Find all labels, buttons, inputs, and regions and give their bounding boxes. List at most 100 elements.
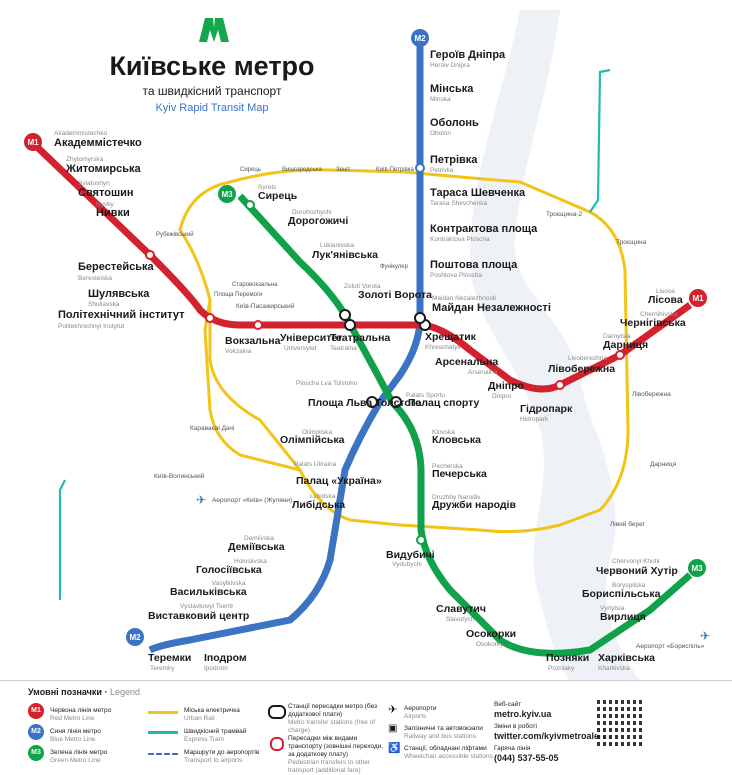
contact-hotline[interactable]: Гаряча лінія(044) 537-55-05	[494, 745, 559, 763]
map-label: Arsenalna	[468, 369, 498, 376]
station-petrivka: Петрівка	[430, 154, 478, 166]
station-universytet: Університет	[280, 332, 342, 344]
station-osokorky: Осокорки	[466, 628, 516, 640]
badge-m3-south: M3	[688, 559, 706, 577]
station-arsenalna: Арсенальна	[435, 356, 498, 368]
blue-line-labels: Героїв Дніпра Heroiv Dnipra Мінська Mins…	[148, 49, 551, 672]
legend-swatch-airport	[148, 753, 178, 755]
station-lisova: Лісова	[648, 294, 683, 306]
legend-paid-transfer-icon	[270, 737, 284, 751]
map-label: Троєщина-2	[546, 211, 583, 218]
map-label: Vyrlytsia	[600, 605, 625, 612]
interchange-teatralna[interactable]	[344, 319, 356, 331]
map-label: Heroiv Dnipra	[430, 62, 470, 69]
map-label: Chervonyi Khutir	[612, 558, 661, 565]
map-label: Київ-Волинський	[154, 472, 205, 480]
interchange-palats-sportu[interactable]	[390, 396, 402, 408]
legend-title: Умовні позначки · Legend	[28, 687, 140, 697]
airport-zhuliany[interactable]: ✈ Аеропорт «Київ» (Жуляни)	[196, 493, 292, 507]
map-label: Vasylkivska	[212, 580, 246, 587]
legend-badge-m3: M3	[28, 745, 44, 761]
green-line-m3	[237, 193, 693, 657]
transfer-polytech[interactable]	[205, 313, 215, 323]
map-label: Pozniaky	[548, 665, 575, 672]
station-lva-tolstoho: Площа Льва Толстого	[308, 397, 421, 409]
transfer-livoberezhna[interactable]	[555, 380, 565, 390]
map-label: Аеропорт «Київ» (Жуляни)	[212, 497, 292, 504]
airport-icon: ✈	[388, 704, 398, 716]
legend-transfer-free: Станції пересадки метро (без додаткової …	[288, 703, 378, 734]
map-label: Nyvky	[96, 201, 114, 208]
train-icon: ▣	[388, 723, 398, 734]
map-label: Площа Перемоги	[214, 292, 262, 298]
map-label: Київ-Пасажирський	[236, 302, 295, 310]
green-line-labels: Сирець Syrets Дорогожичі Dorohozhychi Лу…	[258, 184, 678, 672]
map-label: Vokzalna	[225, 348, 252, 355]
interchange-zoloti-vorota[interactable]	[339, 309, 351, 321]
map-label: Lisova	[656, 288, 675, 295]
station-sviatoshyn: Святошин	[78, 187, 134, 199]
badge-m3-north: M3	[218, 185, 236, 203]
station-vyrlytsia: Вирлиця	[600, 611, 646, 623]
map-label: Chernihivska	[640, 311, 678, 318]
map-label: Politekhnichnyi Instytut	[58, 323, 124, 330]
station-dnipro: Дніпро	[488, 380, 524, 392]
interchange-maidan[interactable]	[414, 312, 426, 324]
station-khreshchatyk: Хрещатик	[425, 331, 477, 343]
map-label: Vystavkovyi Tsentr	[180, 603, 234, 610]
map-label: M2	[129, 633, 141, 642]
map-label: Рубежівський	[156, 231, 194, 238]
map-label: Kontraktova Ploscha	[430, 236, 490, 243]
legend-transfer-icon	[268, 705, 286, 719]
station-maidan: Майдан Незалежності	[432, 302, 551, 314]
map-label: Вишгородська	[282, 167, 322, 173]
station-nyvky: Нивки	[96, 207, 130, 219]
station-teatralna: Театральна	[330, 332, 390, 344]
interchange-lva-tolstoho[interactable]	[366, 396, 378, 408]
map-label: Beresteiska	[78, 275, 112, 282]
map-label: Kharkivska	[598, 665, 630, 672]
map-label: Klovska	[432, 429, 455, 436]
transfer-syrets[interactable]	[245, 200, 255, 210]
city-rail-west	[203, 299, 301, 472]
map-label: Poshtova Ploscha	[430, 272, 482, 279]
legend-transfer-paid: Пересадки між видами транспорту (зовнішн…	[288, 735, 384, 774]
transfer-vokzalna[interactable]	[253, 320, 263, 330]
map-label: Ipodrom	[204, 665, 228, 672]
map-label: Palats Sportu	[406, 392, 445, 399]
express-tram-line	[589, 68, 611, 213]
map-label: Лівий берег	[610, 520, 646, 528]
transfer-beresteiska[interactable]	[145, 250, 155, 260]
transfer-vydubychi[interactable]	[416, 535, 426, 545]
station-olimpiiska: Олімпійська	[280, 434, 345, 446]
map-label: Teatralna	[330, 345, 357, 352]
station-lybidska: Либідська	[292, 499, 345, 511]
map-label: M1	[27, 138, 39, 147]
badge-m1-west: M1	[24, 133, 42, 151]
station-livoberezhna: Лівобережна	[548, 363, 615, 375]
legend-badge-m2: M2	[28, 724, 44, 740]
map-label: Lukianivska	[320, 242, 354, 249]
map-label: Фунікулер	[380, 264, 409, 270]
map-title-en: Kyiv Rapid Transit Map	[155, 102, 268, 114]
map-label: Demiivska	[244, 535, 274, 542]
legend-swatch-tram	[148, 731, 178, 734]
station-druzhby: Дружби народів	[432, 499, 516, 511]
airport-boryspil[interactable]: ✈ Аеропорт «Бориспіль»	[636, 629, 710, 650]
station-pecherska: Печерська	[432, 468, 487, 480]
blue-line-m2	[148, 46, 424, 654]
map-label: Zoloti Vorota	[344, 283, 381, 290]
station-klovska: Кловська	[432, 434, 481, 446]
transfer-darnytsia[interactable]	[615, 350, 625, 360]
red-line-labels: Академмістечко Akademmistechko Житомирсь…	[54, 130, 686, 423]
map-label: M2	[414, 34, 426, 43]
wheelchair-icon: ♿	[388, 743, 401, 754]
transfer-petrivka[interactable]	[415, 163, 425, 173]
